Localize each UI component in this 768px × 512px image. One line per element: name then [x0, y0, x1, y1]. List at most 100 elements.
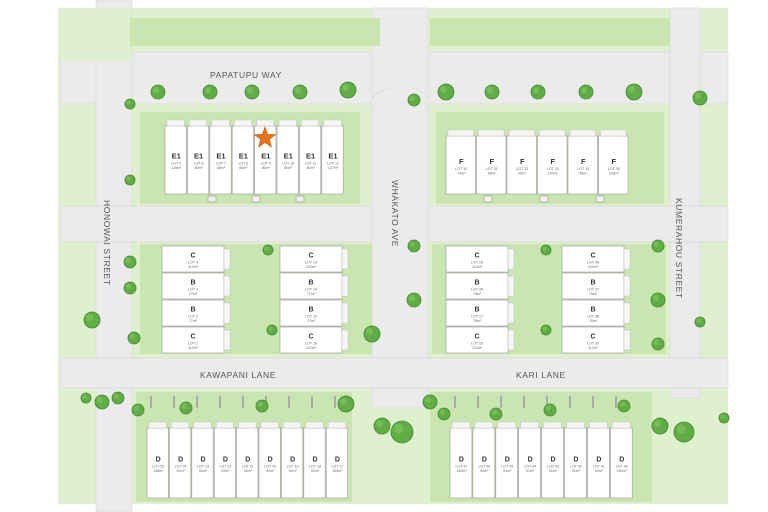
- unit-type-label: F: [611, 157, 616, 166]
- unit-type-label: D: [156, 457, 161, 464]
- lot-number-label: LOT 39: [587, 341, 599, 345]
- lot-area-label: 120m²: [548, 171, 559, 175]
- unit-type-label: F: [459, 157, 464, 166]
- unit-type-label: D: [528, 457, 533, 464]
- unit-type-label: F: [489, 157, 494, 166]
- tree-icon: [694, 316, 706, 328]
- tree-icon: [489, 407, 503, 421]
- lot-number-label: LOT 35: [608, 167, 620, 171]
- tree-icon: [540, 244, 552, 256]
- lot-area-label: 78m²: [589, 319, 598, 323]
- lot-area-label: 112m²: [188, 265, 199, 269]
- unit-type-label: D: [596, 457, 601, 464]
- lot-area-label: 155m²: [332, 469, 343, 473]
- lot-area-label: 92m²: [595, 469, 604, 473]
- unit-type-label: B: [308, 279, 313, 286]
- lot-number-label: LOT 15: [305, 314, 317, 318]
- tree-icon: [718, 412, 730, 424]
- lot-number-label: LOT 33: [547, 167, 559, 171]
- tree-icon: [437, 407, 451, 421]
- lot-number-label: LOT 19: [287, 465, 299, 469]
- unit-type-label: F: [550, 157, 555, 166]
- unit-type-label: D: [223, 457, 228, 464]
- tree-icon: [83, 311, 101, 329]
- tree-icon: [339, 81, 357, 99]
- unit-type-label: F: [581, 157, 586, 166]
- tree-icon: [406, 292, 422, 308]
- unit-type-label: D: [312, 457, 317, 464]
- tree-icon: [578, 84, 594, 100]
- lane-road: [59, 357, 729, 389]
- lot-area-label: 80m²: [239, 166, 248, 170]
- unit-type-label: B: [308, 306, 313, 313]
- unit-type-label: D: [505, 457, 510, 464]
- tree-icon: [266, 324, 278, 336]
- lot-number-label: LOT 7: [216, 162, 226, 166]
- lot-number-label: LOT 17: [331, 465, 343, 469]
- tree-icon: [111, 391, 125, 405]
- tree-icon: [617, 399, 631, 413]
- tree-icon: [407, 93, 421, 107]
- road-network: [59, 0, 729, 512]
- lot-number-label: LOT 34: [577, 167, 589, 171]
- lot-area-label: 128m²: [171, 166, 182, 170]
- tree-icon: [373, 417, 391, 435]
- lot-number-label: LOT 45: [501, 465, 513, 469]
- street-label-papatupu: PAPATUPU WAY: [210, 70, 282, 80]
- lot-area-label: 96m²: [488, 171, 497, 175]
- lot-area-label: 112m²: [188, 346, 199, 350]
- lot-area-label: 96m²: [518, 171, 527, 175]
- lot-area-label: 127m²: [328, 166, 339, 170]
- unit-type-label: D: [482, 457, 487, 464]
